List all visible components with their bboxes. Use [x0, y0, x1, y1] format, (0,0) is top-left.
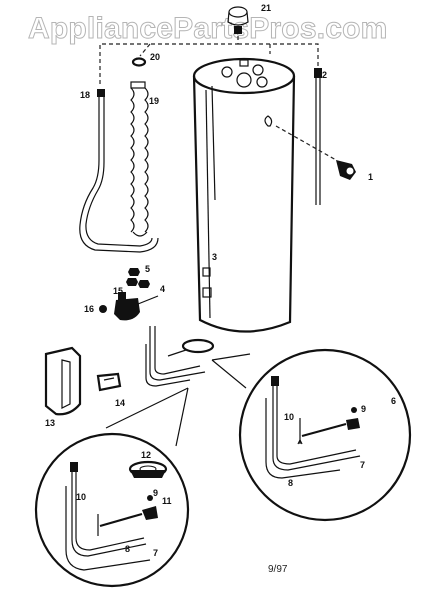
callout-13: 13 — [45, 418, 55, 428]
part-21-washer[interactable] — [131, 57, 147, 67]
detail-circle-right[interactable] — [238, 348, 412, 522]
callout-16: 16 — [84, 304, 94, 314]
callout-19: 19 — [149, 96, 159, 106]
part-19-anode-rod[interactable] — [130, 81, 149, 237]
part-16-knob[interactable] — [99, 305, 107, 313]
part-18-dip-tube[interactable] — [79, 89, 159, 253]
detail-right-callout-7: 7 — [360, 460, 365, 470]
detail-leader-right — [211, 353, 251, 389]
dashed-leader-top — [99, 36, 319, 86]
water-heater-tank[interactable] — [192, 57, 296, 333]
callout-15: 15 — [113, 286, 123, 296]
detail-left-callout-7: 7 — [153, 548, 158, 558]
watermark-logo: AppliancePartsPros.com — [28, 12, 388, 46]
part-13-shield[interactable] — [44, 346, 82, 416]
callout-1: 1 — [368, 172, 373, 182]
detail-left-callout-8: 8 — [125, 544, 130, 554]
detail-left-callout-10: 10 — [76, 492, 86, 502]
detail-right-callout-9: 9 — [361, 404, 366, 414]
detail-left-callout-11: 11 — [162, 496, 172, 506]
detail-right-callout-8: 8 — [288, 478, 293, 488]
part-4-nut[interactable] — [126, 278, 150, 288]
part-1-drain-valve[interactable] — [275, 125, 356, 180]
callout-4: 4 — [160, 284, 165, 294]
part-5-nut[interactable] — [128, 268, 140, 276]
callout-18: 18 — [80, 90, 90, 100]
callout-2: 2 — [322, 70, 327, 80]
callout-14: 14 — [115, 398, 125, 408]
detail-leader-left — [105, 387, 189, 447]
part-20-top-cap[interactable] — [227, 6, 249, 34]
part-14-access-door[interactable] — [96, 372, 122, 392]
detail-right-callout-10: 10 — [284, 412, 294, 422]
callout-5: 5 — [145, 264, 150, 274]
detail-right-callout-6: 6 — [391, 396, 396, 406]
detail-circle-left[interactable] — [34, 432, 190, 588]
date-code: 9/97 — [268, 564, 288, 575]
burner-assembly[interactable] — [145, 326, 215, 387]
callout-21: 20 — [150, 52, 160, 62]
callout-20: 21 — [261, 3, 271, 13]
detail-left-callout-12: 12 — [141, 450, 151, 460]
detail-left-callout-9: 9 — [153, 488, 158, 498]
callout-3: 3 — [212, 252, 217, 262]
part-2-relief-tube[interactable] — [314, 68, 322, 205]
part-15-gas-control[interactable] — [114, 292, 159, 321]
